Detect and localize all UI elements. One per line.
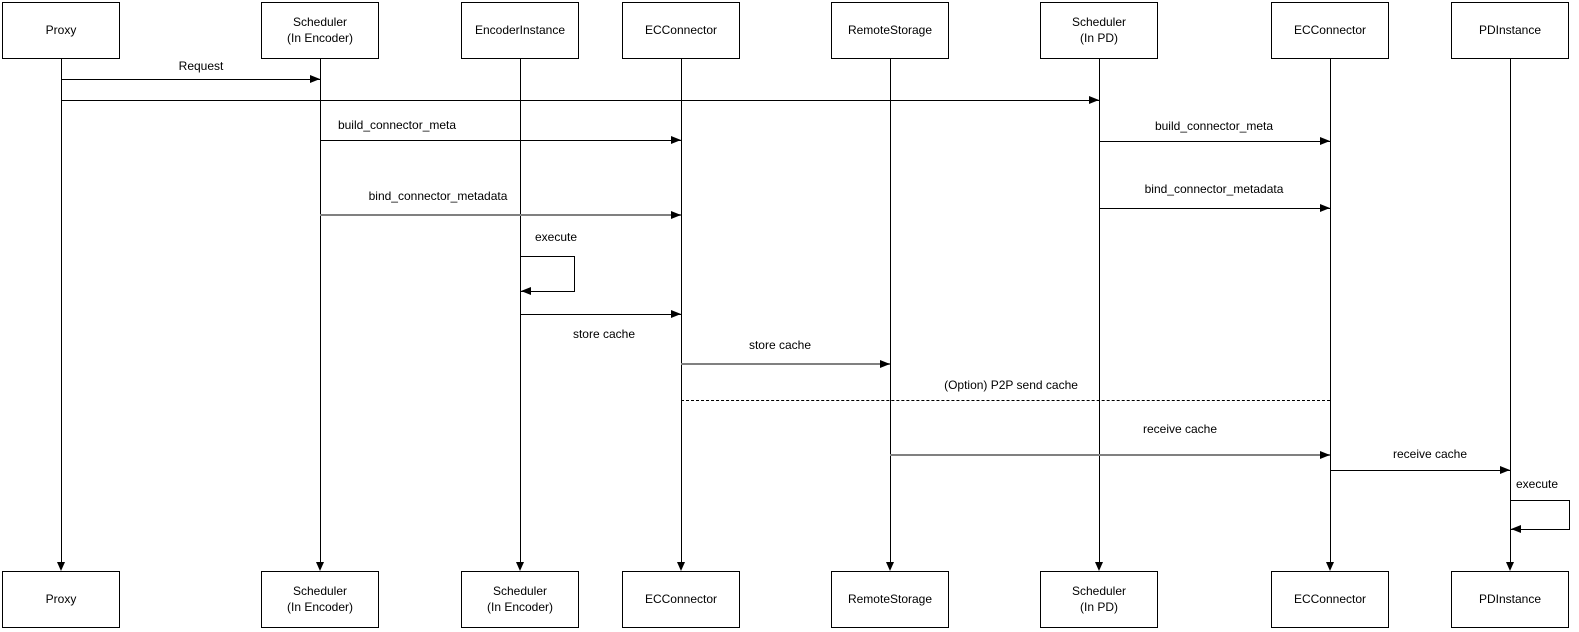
- lifeline-remote-storage: [890, 59, 891, 562]
- message-arrowhead-icon: [880, 360, 890, 368]
- participant-top-box-pd-instance: PDInstance: [1451, 2, 1569, 59]
- message-arrowhead-icon: [671, 310, 681, 318]
- participant-bottom-box-proxy: Proxy: [2, 571, 120, 628]
- participant-top-box-proxy: Proxy: [2, 2, 120, 59]
- message-label: bind_connector_metadata: [1142, 181, 1286, 197]
- lifeline-arrowhead-icon: [886, 562, 894, 571]
- self-message-arrowhead-icon: [1511, 525, 1521, 533]
- lifeline-ec-connector-2: [1330, 59, 1331, 562]
- message-arrowhead-icon: [671, 211, 681, 219]
- message-label: bind_connector_metadata: [366, 188, 510, 204]
- lifeline-arrowhead-icon: [57, 562, 65, 571]
- lifeline-arrowhead-icon: [316, 562, 324, 571]
- participant-top-box-scheduler-encoder: Scheduler (In Encoder): [261, 2, 379, 59]
- message-arrow: [61, 79, 320, 80]
- message-label: store cache: [746, 337, 814, 353]
- message-arrow: [890, 454, 1330, 456]
- self-message-label: execute: [532, 229, 580, 245]
- message-arrow: [61, 100, 1099, 101]
- message-label: receive cache: [1140, 421, 1220, 437]
- message-arrowhead-icon: [1320, 451, 1330, 459]
- message-arrowhead-icon: [1320, 137, 1330, 145]
- lifeline-pd-instance: [1510, 59, 1511, 562]
- participant-top-box-remote-storage: RemoteStorage: [831, 2, 949, 59]
- message-label: build_connector_meta: [1152, 118, 1276, 134]
- message-arrowhead-icon: [310, 75, 320, 83]
- participant-top-box-encoder-instance: EncoderInstance: [461, 2, 579, 59]
- participant-bottom-box-scheduler-pd: Scheduler (In PD): [1040, 571, 1158, 628]
- message-arrow: [681, 363, 890, 365]
- lifeline-ec-connector-1: [681, 59, 682, 562]
- participant-bottom-box-pd-instance: PDInstance: [1451, 571, 1569, 628]
- message-label: build_connector_meta: [335, 117, 459, 133]
- lifeline-encoder-instance: [520, 59, 521, 562]
- lifeline-arrowhead-icon: [677, 562, 685, 571]
- lifeline-arrowhead-icon: [516, 562, 524, 571]
- participant-top-box-ec-connector-2: ECConnector: [1271, 2, 1389, 59]
- self-message-loop: [520, 256, 575, 292]
- message-arrowhead-icon: [671, 136, 681, 144]
- message-arrowhead-icon: [1320, 204, 1330, 212]
- message-arrow: [1330, 470, 1510, 471]
- message-arrow: [681, 400, 1330, 401]
- message-arrow: [320, 214, 681, 216]
- message-label: receive cache: [1390, 446, 1470, 462]
- self-message-label: execute: [1513, 476, 1561, 492]
- participant-top-box-ec-connector-1: ECConnector: [622, 2, 740, 59]
- participant-bottom-box-ec-connector-2: ECConnector: [1271, 571, 1389, 628]
- message-arrowhead-icon: [1089, 96, 1099, 104]
- message-arrow: [320, 140, 681, 141]
- message-label: (Option) P2P send cache: [942, 377, 1080, 393]
- lifeline-arrowhead-icon: [1326, 562, 1334, 571]
- self-message-loop: [1510, 500, 1570, 530]
- lifeline-scheduler-encoder: [320, 59, 321, 562]
- lifeline-arrowhead-icon: [1095, 562, 1103, 571]
- participant-bottom-box-encoder-instance: Scheduler (In Encoder): [461, 571, 579, 628]
- participant-bottom-box-scheduler-encoder: Scheduler (In Encoder): [261, 571, 379, 628]
- lifeline-scheduler-pd: [1099, 59, 1100, 562]
- lifeline-proxy: [61, 59, 62, 562]
- message-arrowhead-icon: [1500, 466, 1510, 474]
- message-arrow: [520, 314, 681, 315]
- self-message-arrowhead-icon: [521, 287, 531, 295]
- message-arrow: [1099, 141, 1330, 142]
- message-label: store cache: [570, 326, 638, 342]
- participant-bottom-box-ec-connector-1: ECConnector: [622, 571, 740, 628]
- message-label: Request: [176, 58, 226, 74]
- participant-bottom-box-remote-storage: RemoteStorage: [831, 571, 949, 628]
- lifeline-arrowhead-icon: [1506, 562, 1514, 571]
- participant-top-box-scheduler-pd: Scheduler (In PD): [1040, 2, 1158, 59]
- message-arrow: [1099, 208, 1330, 209]
